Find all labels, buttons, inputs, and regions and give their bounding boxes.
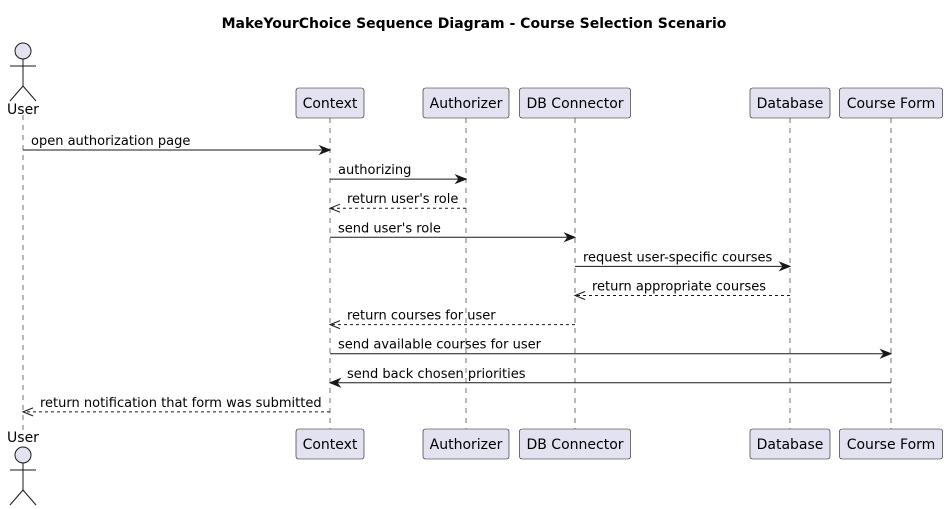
participant-box-database-top: Database [749, 87, 831, 119]
participant-box-courseform-bottom: Course Form [839, 428, 943, 460]
arrowhead-icon [879, 348, 893, 359]
message-9: send back chosen priorities [328, 367, 891, 388]
participant-label-top: DB Connector [526, 96, 623, 112]
participant-box-context-bottom: Context [295, 428, 365, 460]
participant-box-courseform-top: Course Form [839, 87, 943, 119]
message-10: return notification that form was submit… [21, 396, 330, 417]
message-label: open authorization page [31, 134, 190, 149]
arrowhead-icon [563, 232, 577, 243]
message-3: return user's role [328, 192, 466, 213]
arrowhead-icon [318, 144, 332, 156]
arrowhead-icon [778, 261, 792, 272]
message-label: authorizing [338, 163, 411, 178]
arrowhead-icon [21, 407, 34, 417]
participant-label-bottom: Course Form [847, 437, 936, 453]
participant-label-bottom: Context [303, 437, 358, 453]
participant-label-top: Course Form [847, 96, 936, 112]
message-2: authorizing [330, 163, 468, 185]
message-4: send user's role [330, 221, 577, 243]
message-label: return appropriate courses [592, 280, 766, 295]
participant-label-bottom: User [7, 430, 39, 446]
participant-label-top: User [7, 102, 39, 118]
arrowhead-icon [454, 173, 468, 185]
messages: open authorization page authorizing return… [21, 134, 893, 417]
participant-label-top: Context [303, 96, 358, 112]
arrowhead-icon [573, 291, 586, 300]
diagram-title: MakeYourChoice Sequence Diagram - Course… [222, 16, 727, 32]
message-label: send back chosen priorities [347, 367, 526, 382]
message-label: send available courses for user [338, 338, 542, 353]
arrowhead-icon [328, 203, 341, 213]
message-label: return notification that form was submit… [40, 396, 322, 411]
participant-label-top: Authorizer [430, 96, 503, 112]
message-7: return courses for user [328, 309, 575, 330]
participant-box-dbconnector-top: DB Connector [519, 87, 631, 119]
actor-user-icon-top [9, 42, 37, 102]
participant-box-context-top: Context [295, 87, 365, 119]
actor-user-icon-bottom [9, 446, 37, 506]
message-label: send user's role [338, 221, 441, 236]
message-8: send available courses for user [330, 338, 893, 359]
lifelines [22, 115, 892, 430]
message-5: request user-specific courses [575, 250, 792, 272]
participant-label-bottom: Database [757, 437, 824, 453]
participant-box-database-bottom: Database [749, 428, 831, 460]
message-1: open authorization page [23, 134, 332, 156]
message-6: return appropriate courses [573, 280, 790, 300]
message-label: request user-specific courses [583, 250, 772, 265]
participants: UserUserContextContextAuthorizerAuthoriz… [7, 42, 943, 506]
participant-label-bottom: Authorizer [430, 437, 503, 453]
arrowhead-icon [328, 320, 341, 330]
participant-box-dbconnector-bottom: DB Connector [519, 428, 631, 460]
message-label: return user's role [347, 192, 458, 207]
participant-box-authorizer-top: Authorizer [422, 87, 510, 119]
participant-box-authorizer-bottom: Authorizer [422, 428, 510, 460]
participant-label-bottom: DB Connector [526, 437, 623, 453]
arrowhead-icon [328, 377, 342, 388]
participant-label-top: Database [757, 96, 824, 112]
message-label: return courses for user [347, 309, 496, 324]
